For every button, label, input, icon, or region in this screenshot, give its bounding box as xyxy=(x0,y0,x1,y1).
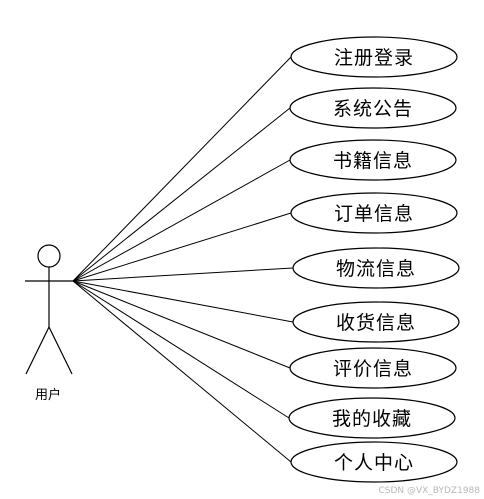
association-line xyxy=(72,280,291,369)
association-line xyxy=(72,212,292,282)
use-case-ellipse xyxy=(290,441,458,483)
use-case-label: 收货信息 xyxy=(336,312,416,334)
actor-user: 用户 xyxy=(25,244,73,403)
use-case-label: 订单信息 xyxy=(334,203,414,225)
use-case-ellipse xyxy=(289,87,457,129)
use-case-label: 物流信息 xyxy=(336,258,416,280)
use-case-ellipse xyxy=(289,347,457,389)
use-case-ellipse xyxy=(292,301,460,343)
use-case-ellipse xyxy=(292,247,460,289)
use-case-1: 注册登录 xyxy=(290,36,458,78)
association-lines xyxy=(72,56,294,463)
association-line xyxy=(72,280,294,323)
use-case-ellipse xyxy=(289,139,457,181)
association-line xyxy=(72,56,292,282)
use-case-ellipse xyxy=(290,36,458,78)
use-case-label: 评价信息 xyxy=(333,358,413,380)
use-case-label: 个人中心 xyxy=(334,452,414,474)
use-case-9: 个人中心 xyxy=(290,441,458,483)
use-case-5: 物流信息 xyxy=(292,247,460,289)
actor-label: 用户 xyxy=(35,387,61,403)
use-case-label: 系统公告 xyxy=(333,98,413,120)
association-line xyxy=(72,280,290,419)
actor-left-leg xyxy=(25,326,50,375)
association-line xyxy=(72,107,291,282)
association-line xyxy=(72,159,291,282)
use-case-ellipse xyxy=(290,192,458,234)
use-case-ellipse xyxy=(288,397,456,439)
use-case-6: 收货信息 xyxy=(292,301,460,343)
actor-head xyxy=(37,244,61,268)
use-case-8: 我的收藏 xyxy=(288,397,456,439)
watermark: CSDN @VX_BYDZ1988 xyxy=(378,486,480,496)
actor-right-leg xyxy=(48,326,73,375)
use-case-label: 书籍信息 xyxy=(333,150,413,172)
use-case-label: 注册登录 xyxy=(334,47,414,69)
use-case-4: 订单信息 xyxy=(290,192,458,234)
use-case-label: 我的收藏 xyxy=(332,408,412,430)
association-line xyxy=(72,267,294,282)
use-case-7: 评价信息 xyxy=(289,347,457,389)
association-line xyxy=(72,280,292,463)
use-case-2: 系统公告 xyxy=(289,87,457,129)
use-case-3: 书籍信息 xyxy=(289,139,457,181)
